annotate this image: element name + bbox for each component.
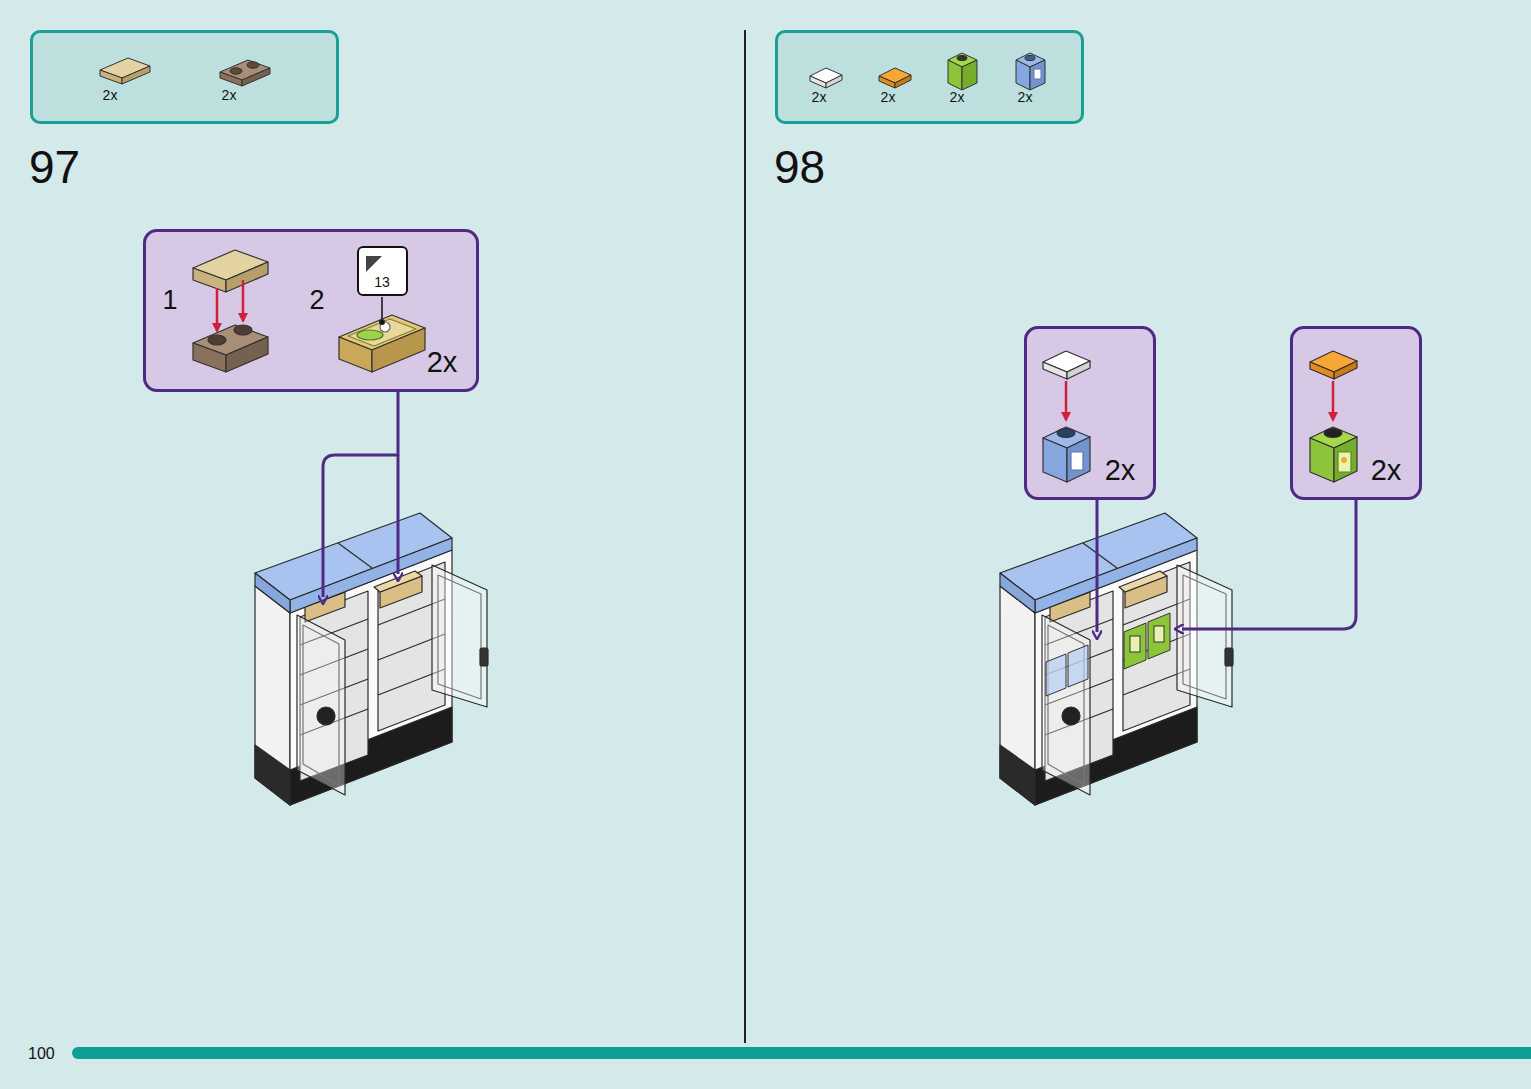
quantity-label: 2x <box>950 90 965 104</box>
box-fills-part <box>1024 326 1156 500</box>
callout-art-part <box>234 325 252 335</box>
callout-art-part <box>1334 361 1357 379</box>
quantity-label: 2x <box>881 90 896 104</box>
fridge-step-97 <box>255 513 488 805</box>
callout-art-part <box>348 319 416 346</box>
callout-art-part <box>357 330 383 340</box>
quantity-label: 2x <box>812 90 827 104</box>
parts-icons-part <box>242 68 270 86</box>
parts-list: 2x 2x <box>30 30 339 124</box>
added-cartons <box>1046 613 1170 696</box>
fridge-step-97-part <box>255 513 488 805</box>
callout-art-part <box>193 343 226 372</box>
quantity-label: 2x <box>103 88 118 102</box>
callout-art-part <box>208 335 226 345</box>
quantity-label: 2x <box>1105 456 1136 485</box>
callout-number: 1 <box>162 287 177 314</box>
fridge-step-98-part <box>1000 513 1233 805</box>
callout-art-part <box>1341 457 1347 463</box>
callout-art-part <box>1310 438 1334 482</box>
callout-art-part <box>1043 438 1067 482</box>
parts-icons-part <box>1030 60 1045 90</box>
quantity-label: 2x <box>427 348 458 377</box>
step-number: 98 <box>774 144 825 190</box>
callout-arrows-part <box>323 392 398 597</box>
quantity-label: 2x <box>1371 456 1402 485</box>
added-cartons-part <box>1046 654 1066 696</box>
added-cartons-part <box>1154 626 1164 642</box>
callout-art-part <box>1310 362 1334 379</box>
box-fills-part <box>1290 326 1422 500</box>
callout-art-part <box>1067 361 1090 379</box>
callout-art-part <box>1338 452 1351 472</box>
parts-icons <box>100 53 1045 90</box>
parts-icons-part <box>230 68 242 74</box>
sticker-box: 13 <box>357 246 408 296</box>
parts-icons-part <box>247 62 259 68</box>
callout-art-part <box>1043 362 1067 379</box>
parts-icons-part <box>957 55 967 60</box>
quantity-label: 2x <box>222 88 237 102</box>
parts-icons-part <box>895 75 911 88</box>
box-fills-part <box>357 246 408 296</box>
box-fills <box>30 30 1422 500</box>
callout-arrows <box>323 392 1356 632</box>
callout-art-part <box>216 288 219 331</box>
box-fills-part <box>30 30 339 124</box>
page-furniture-part <box>72 1047 1531 1059</box>
parts-icons-part <box>879 76 895 88</box>
callout-arrows-part <box>1096 500 1099 632</box>
callout-art-part <box>193 268 226 292</box>
callout-art-part <box>242 280 245 321</box>
callout-art-part <box>381 297 383 320</box>
parts-icons-part <box>826 75 842 88</box>
page-furniture <box>72 30 1531 1059</box>
added-cartons-part <box>1148 613 1170 659</box>
callout-art-part <box>226 262 268 292</box>
callout-arrows-part <box>397 455 400 574</box>
quantity-label: 2x <box>1018 90 1033 104</box>
page-furniture-part <box>744 30 746 1043</box>
parts-icons-part <box>1034 69 1041 79</box>
callout-art-part <box>380 320 385 325</box>
callout-art-part <box>226 337 268 372</box>
callout-arrows-part <box>1182 500 1356 629</box>
sub-assembly-callout: 2x <box>1290 326 1422 500</box>
sub-assembly-callout: 2x <box>1024 326 1156 500</box>
box-fills-part <box>775 30 1084 124</box>
callout-art-part <box>1332 381 1335 420</box>
parts-icons-part <box>100 70 122 84</box>
parts-icons-part <box>1016 60 1030 90</box>
callout-art-part <box>1065 381 1068 420</box>
parts-icons-part <box>948 60 962 90</box>
sticker-number: 13 <box>374 275 390 289</box>
callout-art-part <box>1071 452 1083 470</box>
callout-art-part <box>1057 429 1075 438</box>
callout-art-part <box>1067 437 1090 482</box>
callout-art-part <box>1324 429 1342 438</box>
callout-art-part <box>1334 437 1357 482</box>
fridge-step-98 <box>1000 513 1233 805</box>
page-number: 100 <box>28 1046 55 1062</box>
parts-list: 2x 2x 2x 2x <box>775 30 1084 124</box>
parts-icons-part <box>962 60 977 90</box>
callout-art-part <box>366 256 382 272</box>
parts-icons-part <box>122 66 150 84</box>
box-fills-part <box>143 229 479 392</box>
callout-art <box>193 250 1357 482</box>
step-number: 97 <box>29 144 80 190</box>
added-cartons-part <box>1124 623 1146 669</box>
sub-assembly-callout: 1 2 2x 13 <box>143 229 479 392</box>
callout-number: 2 <box>309 287 324 314</box>
added-cartons-part <box>1068 645 1088 687</box>
parts-icons-part <box>810 76 826 88</box>
added-cartons-part <box>1130 636 1140 652</box>
parts-icons-part <box>1025 55 1035 60</box>
